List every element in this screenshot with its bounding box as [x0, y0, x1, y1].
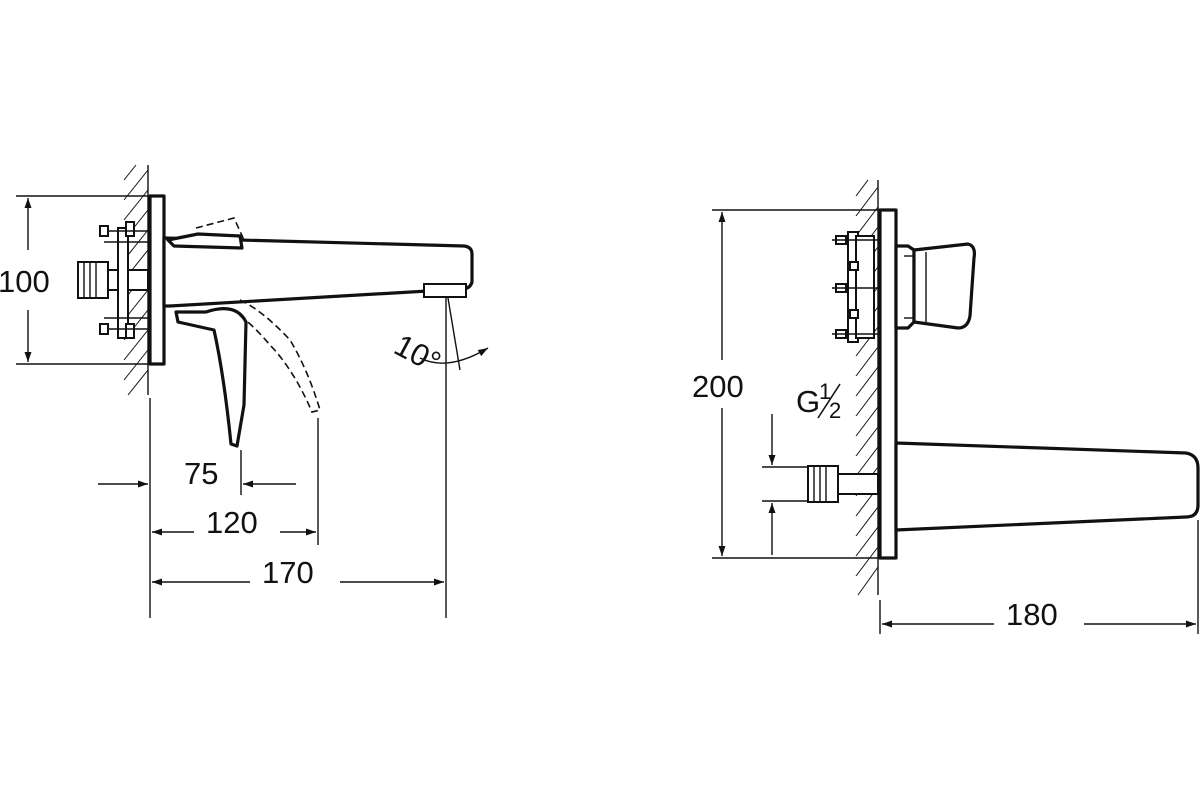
- wall-plate-front: [878, 208, 898, 560]
- thread-frac-top: 1: [819, 379, 831, 404]
- front-dim-height-label: 200: [692, 369, 744, 404]
- lever-handle: [166, 232, 244, 250]
- lever-arm: [174, 307, 248, 448]
- aerator: [423, 283, 467, 298]
- front-dim-spout-label: 180: [1006, 597, 1058, 632]
- wall-plate: [148, 194, 166, 366]
- spout-front: [894, 441, 1200, 532]
- handle-front: [894, 242, 976, 330]
- thread-label: G 1 2: [796, 379, 841, 423]
- thread-frac-bottom: 2: [829, 398, 841, 423]
- dim-lever-label: 75: [184, 456, 218, 491]
- dim-lever-open-label: 120: [206, 505, 258, 540]
- inlet-connector: [807, 465, 879, 503]
- concealed-valve: [832, 231, 880, 343]
- front-view: 200 G 1 2 180: [692, 179, 1200, 634]
- side-view: 10° 100 75 120 170: [0, 164, 489, 618]
- angle-label: 10°: [389, 327, 447, 380]
- dim-height-label: 100: [0, 264, 50, 299]
- dim-spout-label: 170: [262, 555, 314, 590]
- thread-main: G: [796, 384, 820, 419]
- concealed-body: [77, 221, 149, 339]
- lever-open-outline: [195, 217, 322, 413]
